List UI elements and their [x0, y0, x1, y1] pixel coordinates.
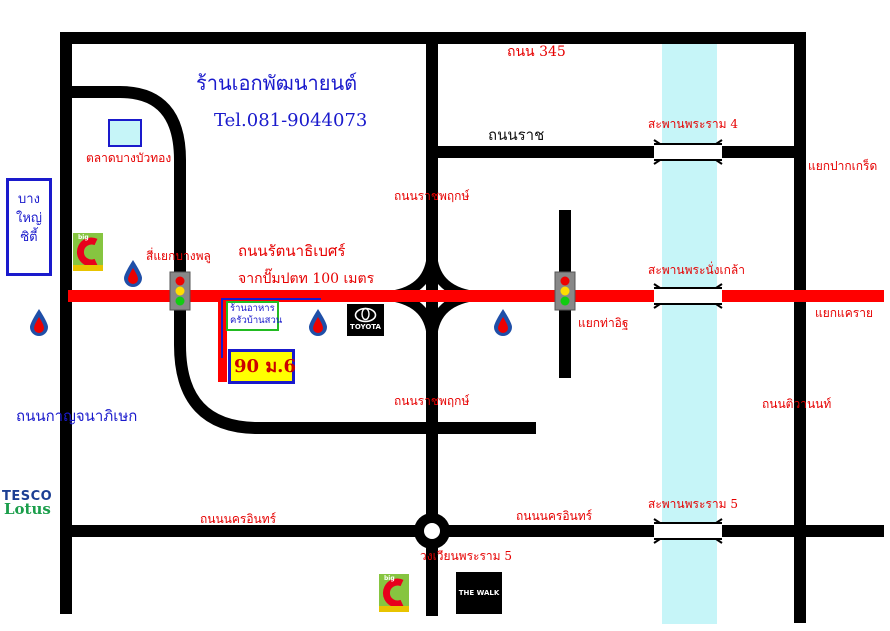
ptt-gas-station-icon	[124, 260, 142, 287]
toyota-logo-text: TOYOTA	[350, 323, 381, 331]
road-nakhon-in-left-label: ถนนนครอินทร์	[200, 512, 277, 526]
interchange	[389, 249, 475, 343]
the-walk-logo-icon	[456, 572, 502, 614]
tha-it-junction-label: แยกท่าอิฐ	[578, 316, 629, 330]
tesco-logo-top: TESCO	[2, 489, 53, 504]
ptt-gas-station-icon	[309, 309, 327, 336]
market-icon	[108, 119, 142, 147]
road-kanchanaphisek-label: ถนนกาญจนาภิเษก	[16, 407, 138, 425]
ptt-gas-station-icon	[494, 309, 512, 336]
traffic-light-icon	[554, 271, 576, 311]
rama5-circle-label: วงเวียนพระราม 5	[420, 549, 513, 563]
bangyai-city-box	[6, 178, 52, 276]
restaurant-marker	[221, 298, 321, 358]
bridge-rama5-label: สะพานพระราม 5	[648, 497, 738, 511]
ptt-gas-station-icon	[30, 309, 48, 336]
the-walk-logo-text: THE WALK	[458, 589, 500, 597]
tesco-logo-bottom: Lotus	[4, 500, 51, 518]
shop-name: ร้านเอกพัฒนายนต์	[196, 71, 358, 95]
bridge-rama5	[653, 518, 723, 544]
road-345-label: ถนน 345	[507, 44, 566, 60]
bang-phlu-junction-label: สี่แยกบางพลู	[146, 249, 211, 263]
road-rattanathibet-label: ถนนรัตนาธิเบศร์	[238, 242, 346, 260]
bigc-logo-text: big	[384, 575, 395, 582]
road-ratchaphruek-north-label: ถนนราช	[488, 126, 545, 144]
bridge-nonthaburi-label: สะพานพระนั่งเกล้า	[648, 263, 745, 277]
bangyai-city-label: บาง ใหญ่ ซิตี้	[16, 192, 42, 245]
bridge-nonthaburi	[653, 283, 723, 309]
bigc-logo-text: big	[78, 234, 89, 241]
shop-phone: Tel.081-9044073	[214, 110, 368, 131]
restaurant-label: ร้านอาหาร ครัวบ้านสวน	[230, 303, 283, 326]
address-label: 90 ม.6	[234, 356, 296, 377]
roundabout-rama5	[414, 513, 450, 549]
restaurant-box	[226, 301, 279, 331]
road-ratchaphruek-top-label: ถนนราชพฤกษ์	[394, 189, 470, 203]
market-label: ตลาดบางบัวทอง	[86, 151, 172, 165]
road-ratchaphruek-bottom-label: ถนนราชพฤกษ์	[394, 394, 470, 408]
road-tiwanon-label: ถนนติวานนท์	[762, 397, 832, 411]
from-gas-station-label: จากปั๊มปตท 100 เมตร	[238, 271, 375, 287]
address-box	[228, 349, 295, 384]
traffic-light-icon	[169, 271, 191, 311]
khae-rai-junction-label: แยกแคราย	[815, 306, 874, 320]
toyota-logo-icon	[347, 304, 384, 336]
bigc-logo-icon	[379, 574, 409, 612]
bridge-rama4-label: สะพานพระราม 4	[648, 117, 738, 131]
road-nakhon-in-right-label: ถนนนครอินทร์	[516, 509, 593, 523]
bigc-logo-icon	[73, 233, 103, 271]
pak-kret-junction-label: แยกปากเกร็ด	[808, 159, 878, 173]
bridge-rama4	[653, 139, 723, 165]
road-bang-bua-thong	[66, 86, 536, 434]
